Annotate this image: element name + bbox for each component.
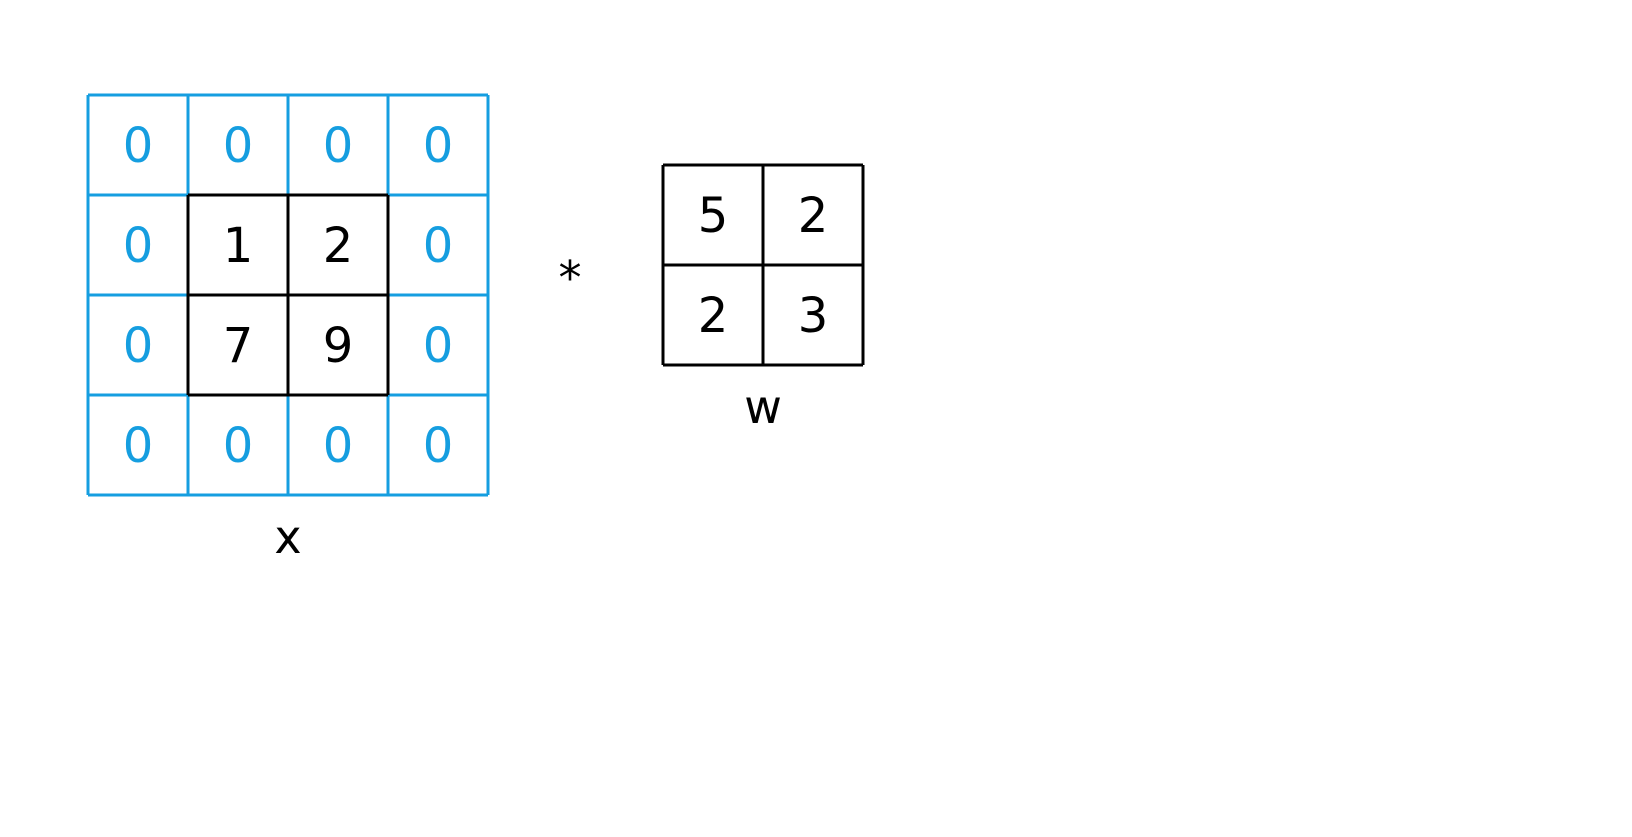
padding-cell-value: 0 bbox=[423, 418, 454, 474]
padding-cell-value: 0 bbox=[223, 118, 254, 174]
padding-cell-value: 0 bbox=[423, 218, 454, 274]
padding-cell-value: 0 bbox=[123, 118, 154, 174]
kernel-matrix-w: 5 2 2 3 bbox=[661, 163, 865, 367]
padding-cell-value: 0 bbox=[123, 418, 154, 474]
padding-cell-value: 0 bbox=[323, 118, 354, 174]
kernel-cell-value: 5 bbox=[698, 188, 729, 244]
padding-cell-value: 0 bbox=[223, 418, 254, 474]
kernel-matrix-label: w bbox=[744, 380, 782, 434]
padding-cell-value: 0 bbox=[323, 418, 354, 474]
padding-cell-value: 0 bbox=[123, 218, 154, 274]
kernel-cell-value: 2 bbox=[698, 288, 729, 344]
input-cell-value: 7 bbox=[223, 318, 254, 374]
kernel-cell-value: 2 bbox=[798, 188, 829, 244]
input-matrix-x: 0 0 0 0 0 1 2 0 0 7 9 0 0 0 0 0 bbox=[86, 93, 490, 497]
padding-cell-value: 0 bbox=[423, 118, 454, 174]
input-matrix-label: x bbox=[274, 510, 301, 564]
input-cell-value: 1 bbox=[223, 218, 254, 274]
padding-cell-value: 0 bbox=[423, 318, 454, 374]
input-cell-value: 9 bbox=[323, 318, 354, 374]
padding-cell-value: 0 bbox=[123, 318, 154, 374]
input-cell-value: 2 bbox=[323, 218, 354, 274]
kernel-cell-value: 3 bbox=[798, 288, 829, 344]
convolution-operator: * bbox=[559, 251, 582, 305]
